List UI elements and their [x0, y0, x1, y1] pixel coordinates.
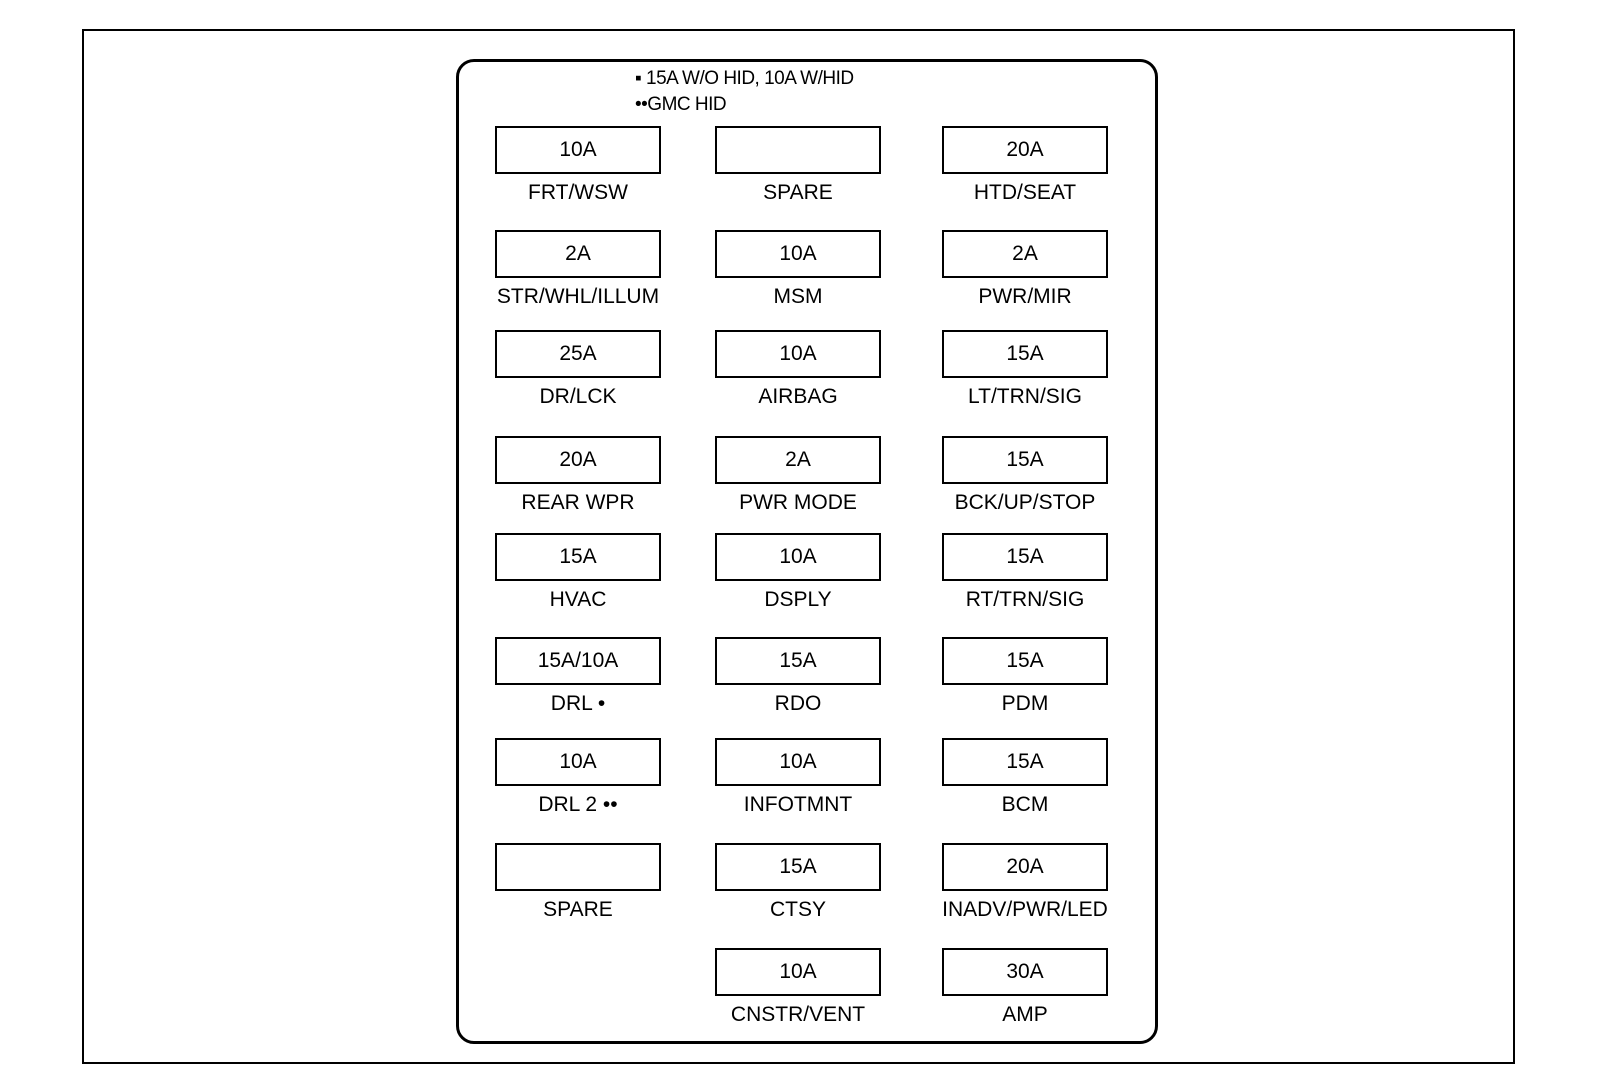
fuse-label-middle-4: PWR MODE — [739, 491, 857, 514]
fuse-right-5: 15A — [942, 533, 1108, 581]
fuse-label-right-9: AMP — [1002, 1003, 1048, 1026]
fuse-left-5: 15A — [495, 533, 661, 581]
fuse-middle-8: 15A — [715, 843, 881, 891]
fuse-middle-4: 2A — [715, 436, 881, 484]
fuse-right-6: 15A — [942, 637, 1108, 685]
fuse-label-middle-3: AIRBAG — [758, 385, 838, 408]
fuse-label-middle-6: RDO — [774, 692, 822, 715]
fuse-label-right-8: INADV/PWR/LED — [942, 898, 1108, 921]
fuse-left-2: 2A — [495, 230, 661, 278]
diagram-frame — [82, 29, 1515, 1064]
fuse-right-8: 20A — [942, 843, 1108, 891]
fuse-label-right-5: RT/TRN/SIG — [965, 588, 1085, 611]
fuse-label-right-3: LT/TRN/SIG — [968, 385, 1082, 408]
fuse-label-left-5: HVAC — [549, 588, 607, 611]
fuse-left-7: 10A — [495, 738, 661, 786]
fuse-label-middle-5: DSPLY — [764, 588, 832, 611]
fuse-label-left-1: FRT/WSW — [528, 181, 628, 204]
legend-line-2: ••GMC HID — [635, 94, 727, 115]
fuse-right-3: 15A — [942, 330, 1108, 378]
fuse-middle-6: 15A — [715, 637, 881, 685]
fuse-label-left-6: DRL • — [550, 692, 606, 715]
fuse-label-left-4: REAR WPR — [521, 491, 635, 514]
fuse-middle-9: 10A — [715, 948, 881, 996]
fuse-left-6: 15A/10A — [495, 637, 661, 685]
fuse-left-8 — [495, 843, 661, 891]
fuse-left-3: 25A — [495, 330, 661, 378]
fuse-middle-3: 10A — [715, 330, 881, 378]
fuse-label-right-2: PWR/MIR — [978, 285, 1072, 308]
fuse-middle-7: 10A — [715, 738, 881, 786]
fuse-left-4: 20A — [495, 436, 661, 484]
fuse-panel — [456, 59, 1158, 1044]
fuse-middle-2: 10A — [715, 230, 881, 278]
fuse-label-left-3: DR/LCK — [539, 385, 617, 408]
fuse-right-7: 15A — [942, 738, 1108, 786]
fuse-middle-5: 10A — [715, 533, 881, 581]
fuse-label-left-2: STR/WHL/ILLUM — [496, 285, 660, 308]
fuse-label-middle-1: SPARE — [763, 181, 833, 204]
fuse-label-middle-7: INFOTMNT — [743, 793, 853, 816]
fuse-right-2: 2A — [942, 230, 1108, 278]
fuse-right-1: 20A — [942, 126, 1108, 174]
fuse-label-middle-8: CTSY — [769, 898, 826, 921]
fuse-right-9: 30A — [942, 948, 1108, 996]
fuse-label-right-1: HTD/SEAT — [973, 181, 1077, 204]
fuse-middle-1 — [715, 126, 881, 174]
fuse-label-right-6: PDM — [1001, 692, 1049, 715]
fuse-label-left-7: DRL 2 •• — [538, 793, 618, 816]
fuse-label-middle-2: MSM — [773, 285, 823, 308]
fuse-label-right-4: BCK/UP/STOP — [954, 491, 1096, 514]
legend-line-1: ▪ 15A W/O HID, 10A W/HID — [635, 68, 854, 89]
fuse-label-right-7: BCM — [1001, 793, 1049, 816]
fuse-label-left-8: SPARE — [543, 898, 613, 921]
fuse-right-4: 15A — [942, 436, 1108, 484]
fuse-label-middle-9: CNSTR/VENT — [730, 1003, 866, 1026]
fuse-left-1: 10A — [495, 126, 661, 174]
